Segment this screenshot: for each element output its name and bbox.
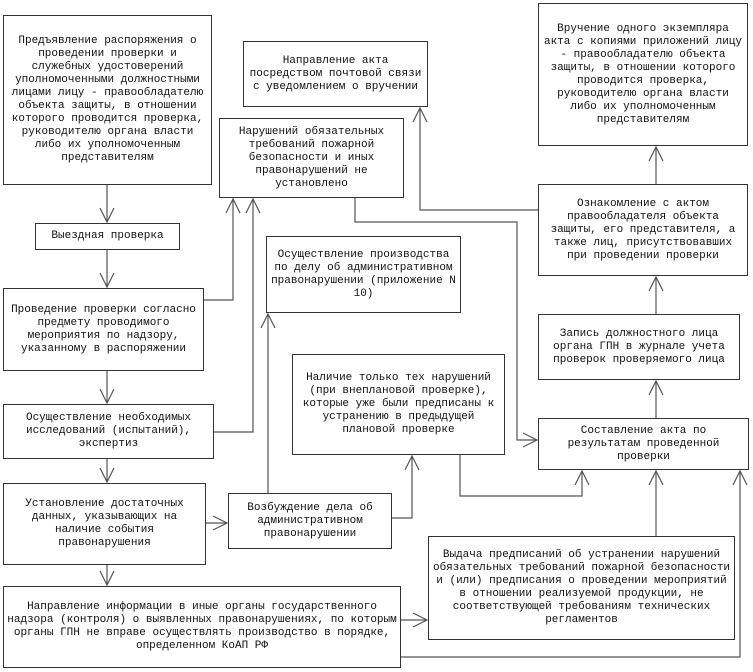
box-conduct-inspection: Проведение проверки согласно предмету пр… — [3, 288, 204, 371]
arrowhead-icon — [732, 469, 748, 486]
connector-line — [214, 199, 254, 433]
arrowhead-icon — [648, 275, 664, 292]
box-text: Осуществление производства по делу об ад… — [271, 248, 456, 300]
arrowhead-icon — [260, 312, 276, 329]
box-text: Нарушений обязательных требований пожарн… — [238, 125, 385, 190]
connector-line — [459, 455, 583, 497]
arrowhead-icon — [574, 469, 590, 486]
box-delivery: Вручение одного экземпляра акта с копиям… — [538, 3, 748, 146]
box-issue-orders: Выдача предписаний об устранении нарушен… — [428, 536, 735, 640]
box-text: Запись должностного лица органа ГПН в жу… — [553, 327, 725, 366]
connector-line — [392, 456, 413, 519]
box-text: Вручение одного экземпляра акта с копиям… — [543, 22, 743, 126]
box-text: Установление достаточных данных, указыва… — [25, 498, 184, 549]
box-text: Направление информации в иные органы гос… — [7, 601, 397, 652]
box-establish-data: Установление достаточных данных, указыва… — [3, 483, 206, 565]
box-research: Осуществление необходимых исследований (… — [3, 404, 214, 459]
arrowhead-icon — [648, 379, 664, 396]
box-initiate-case: Возбуждение дела об административном пра… — [228, 493, 392, 549]
connector-line — [419, 108, 538, 211]
box-text: Возбуждение дела об административном пра… — [247, 501, 373, 540]
box-compose-act: Составление акта по результатам проведен… — [538, 418, 749, 470]
box-presentation: Предъявление распоряжения о проведении п… — [3, 15, 212, 185]
arrowhead-icon — [99, 467, 115, 484]
arrowhead-icon — [648, 469, 664, 486]
arrowhead-icon — [212, 515, 229, 531]
arrowhead-icon — [648, 145, 664, 162]
arrowhead-icon — [99, 570, 115, 587]
arrowhead-icon — [412, 106, 428, 123]
arrowhead-icon — [245, 197, 261, 214]
box-inform-other-bodies: Направление информации в иные органы гос… — [3, 586, 401, 668]
box-text: Проведение проверки согласно предмету пр… — [11, 303, 196, 355]
box-journal-record: Запись должностного лица органа ГПН в жу… — [538, 314, 740, 380]
box-text: Осуществление необходимых исследований (… — [25, 412, 192, 450]
arrowhead-icon — [412, 612, 429, 628]
connector-line — [354, 198, 537, 441]
box-familiarize: Ознакомление с актом правообладателя объ… — [538, 184, 748, 276]
box-mail-act: Направление акта посредством почтовой св… — [243, 41, 428, 107]
box-text: Составление акта по результатам проведен… — [567, 424, 720, 463]
box-text: Ознакомление с актом правообладателя объ… — [550, 197, 736, 262]
arrowhead-icon — [99, 388, 115, 405]
arrowhead-icon — [99, 272, 115, 289]
arrowhead-icon — [99, 207, 115, 224]
arrowhead-icon — [404, 454, 420, 471]
box-text: Выездная проверка — [51, 230, 164, 242]
box-only-previous-violations: Наличие только тех нарушений (при внепла… — [292, 354, 505, 455]
box-text: Наличие только тех нарушений (при внепла… — [302, 372, 495, 436]
box-text: Направление акта посредством почтовой св… — [249, 54, 422, 93]
connector-line — [204, 199, 234, 301]
box-no-violations: Нарушений обязательных требований пожарн… — [219, 118, 404, 198]
box-text: Выдача предписаний об устранении нарушен… — [432, 549, 731, 626]
box-text: Предъявление распоряжения о проведении п… — [11, 35, 204, 164]
box-proceedings: Осуществление производства по делу об ад… — [266, 236, 461, 313]
arrowhead-icon — [225, 197, 241, 214]
box-onsite-inspection: Выездная проверка — [35, 223, 180, 250]
connector-line — [401, 471, 741, 658]
arrowhead-icon — [522, 432, 539, 448]
